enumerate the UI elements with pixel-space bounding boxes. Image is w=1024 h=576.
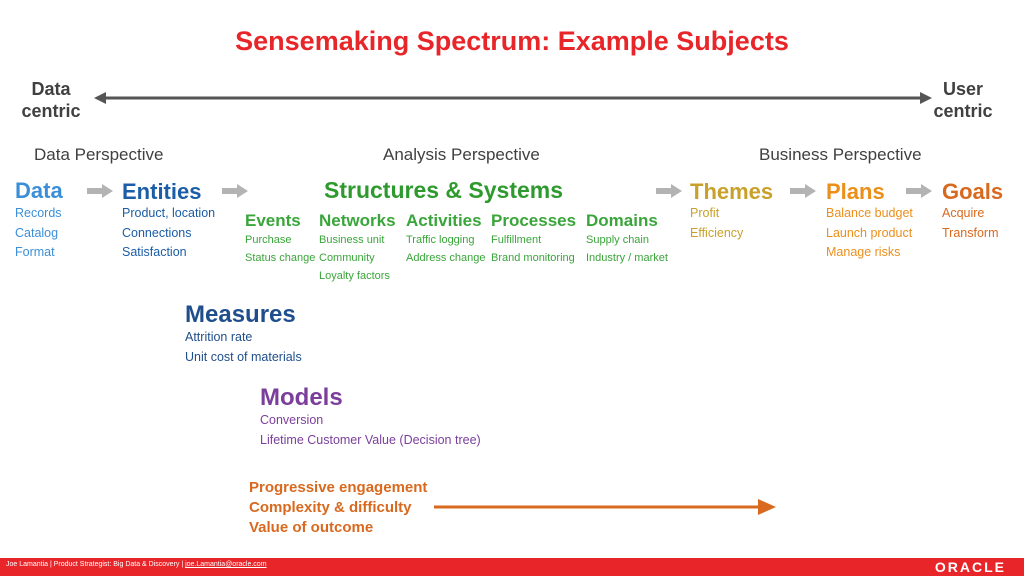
networks-heading: Networks	[319, 211, 396, 230]
arrow-right-icon	[790, 184, 816, 198]
list-item: Manage risks	[826, 245, 901, 259]
oracle-logo: ORACLE	[934, 559, 1006, 575]
list-item: Satisfaction	[122, 245, 187, 259]
progression-labels: Progressive engagement Complexity & diff…	[249, 478, 427, 538]
entities-heading: Entities	[122, 179, 202, 204]
networks-items: Business unit Community Loyalty factors	[319, 231, 390, 285]
list-item: Launch product	[826, 225, 913, 240]
business-perspective-label: Business Perspective	[759, 145, 922, 164]
list-item: Lifetime Customer Value (Decision tree)	[260, 432, 481, 447]
goals-items: Acquire Transform	[942, 204, 999, 243]
data-perspective-label: Data Perspective	[34, 145, 164, 164]
list-item: Catalog	[15, 225, 59, 240]
activities-heading: Activities	[406, 211, 482, 230]
processes-heading: Processes	[491, 211, 577, 230]
arrow-right-icon	[656, 184, 682, 198]
list-item: Business unit	[319, 234, 385, 246]
events-heading: Events	[245, 211, 301, 230]
processes-items: Fulfillment Brand monitoring	[491, 231, 575, 267]
footer-email-link[interactable]: joe.Lamantia@oracle.com	[185, 561, 267, 568]
list-item: Balance budget	[826, 206, 913, 220]
list-item: Purchase	[245, 234, 292, 246]
list-item: Conversion	[260, 413, 324, 427]
measures-items: Attrition rate Unit cost of materials	[185, 328, 302, 367]
footer-text: Joe Lamantia | Product Strategist: Big D…	[6, 561, 267, 568]
footer-bar: Joe Lamantia | Product Strategist: Big D…	[0, 558, 1024, 576]
list-item: Industry / market	[586, 252, 668, 264]
models-items: Conversion Lifetime Customer Value (Deci…	[260, 411, 481, 450]
list-item: Format	[15, 245, 55, 259]
models-heading: Models	[260, 384, 343, 411]
structures-heading: Structures & Systems	[324, 177, 564, 203]
list-item: Acquire	[942, 206, 985, 220]
arrow-right-icon	[906, 184, 932, 198]
themes-heading: Themes	[690, 179, 774, 204]
arrow-right-icon	[222, 184, 248, 198]
progression-arrow	[434, 499, 776, 515]
plans-items: Balance budget Launch product Manage ris…	[826, 204, 913, 263]
list-item: Records	[15, 206, 62, 220]
axis-right-label: User centric	[933, 79, 993, 121]
list-item: Efficiency	[690, 225, 744, 240]
data-heading: Data	[15, 178, 63, 203]
list-item: Fulfillment	[491, 234, 542, 246]
domains-heading: Domains	[586, 211, 658, 230]
goals-heading: Goals	[942, 179, 1004, 204]
arrow-right-icon	[87, 184, 113, 198]
activities-items: Traffic logging Address change	[406, 231, 486, 267]
page-title: Sensemaking Spectrum: Example Subjects	[235, 26, 789, 56]
list-item: Attrition rate	[185, 330, 253, 344]
list-item: Transform	[942, 225, 999, 240]
list-item: Traffic logging	[406, 234, 475, 246]
list-item: Loyalty factors	[319, 270, 390, 282]
list-item: Status change	[245, 252, 316, 264]
list-item: Profit	[690, 206, 720, 220]
spectrum-double-arrow	[94, 92, 932, 104]
list-item: Connections	[122, 225, 192, 240]
plans-heading: Plans	[826, 179, 885, 204]
entities-items: Product, location Connections Satisfacti…	[122, 204, 215, 263]
analysis-perspective-label: Analysis Perspective	[383, 145, 540, 164]
list-item: Product, location	[122, 206, 216, 220]
progression-item: Complexity & difficulty	[249, 499, 412, 516]
domains-items: Supply chain Industry / market	[586, 231, 668, 267]
axis-left-label: Data centric	[21, 79, 81, 121]
progression-item: Progressive engagement	[249, 479, 428, 496]
list-item: Unit cost of materials	[185, 349, 302, 364]
measures-heading: Measures	[185, 301, 296, 328]
list-item: Brand monitoring	[491, 252, 575, 264]
events-items: Purchase Status change	[245, 231, 315, 267]
list-item: Supply chain	[586, 234, 649, 246]
themes-items: Profit Efficiency	[690, 204, 743, 243]
progression-item: Value of outcome	[249, 519, 374, 536]
data-items: Records Catalog Format	[15, 204, 62, 263]
list-item: Community	[319, 252, 375, 264]
list-item: Address change	[406, 252, 486, 264]
